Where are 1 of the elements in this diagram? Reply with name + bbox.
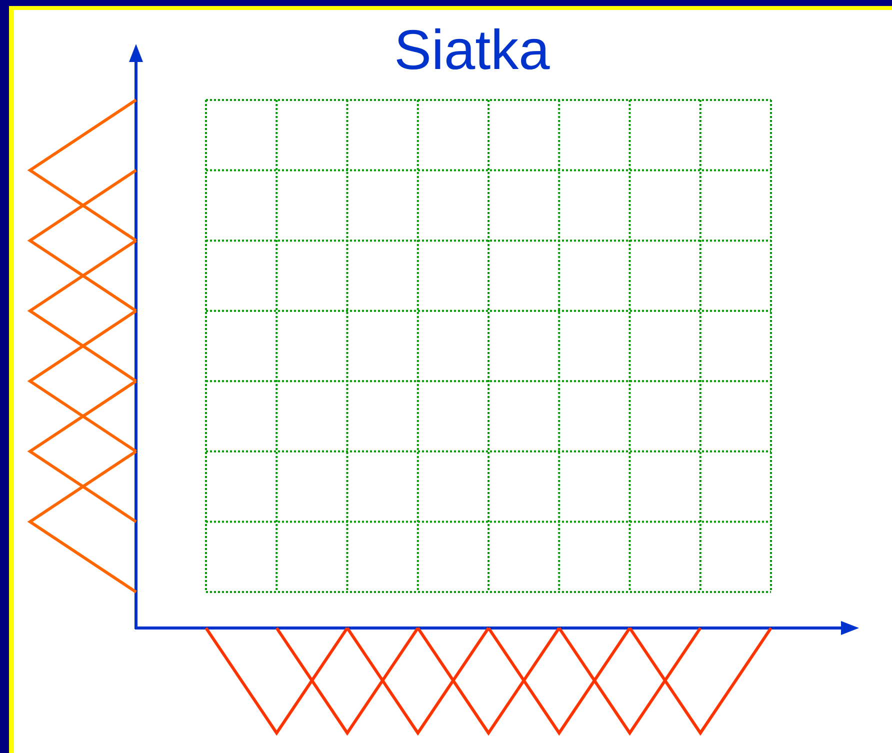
- title: Siatka: [393, 18, 551, 82]
